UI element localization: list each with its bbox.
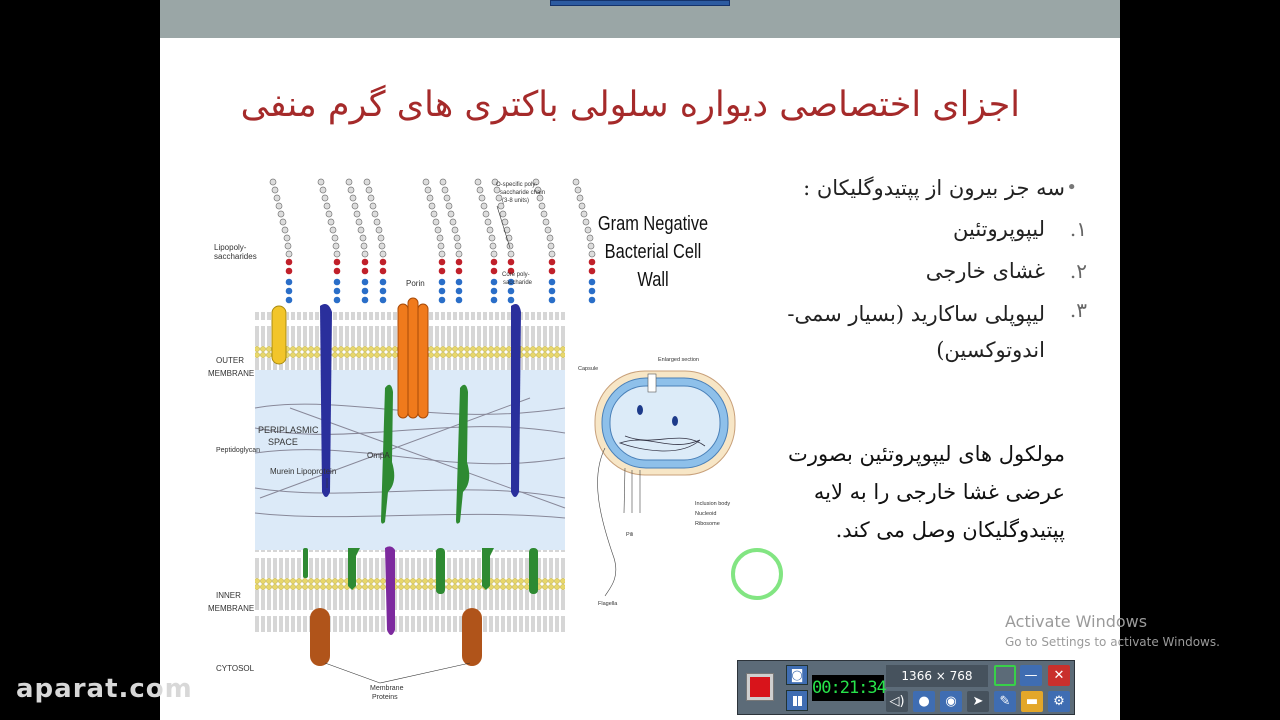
- label-porin: Porin: [406, 279, 425, 288]
- cursor-highlight-ring: [731, 548, 783, 600]
- top-tab-button[interactable]: [550, 0, 730, 6]
- label-o-specific-3: (3-8 units): [502, 198, 529, 204]
- label-inner: INNER: [216, 591, 241, 600]
- close-icon[interactable]: ✕: [1048, 665, 1070, 686]
- label-o-specific-2: saccharide chain: [500, 190, 545, 196]
- slide: اجزای اختصاصی دیواره سلولی باکتری های گر…: [160, 0, 1120, 720]
- resolution-display[interactable]: 1366 × 768: [886, 665, 988, 687]
- recording-timer: 00:21:34: [812, 675, 887, 701]
- label-ribosome: Ribosome: [695, 521, 720, 527]
- label-outer-membrane: MEMBRANE: [208, 369, 254, 378]
- lipoprotein-yellow: [271, 305, 287, 365]
- label-membrane-proteins-2: Proteins: [372, 694, 398, 701]
- rectangle-icon[interactable]: [994, 665, 1016, 686]
- numbered-list: ۱.لیپوپروتئین ۲.غشای خارجی ۳.لیپوپلی ساک…: [735, 208, 1087, 368]
- protein-blue-2: [511, 304, 521, 497]
- protein-blue-1: [320, 304, 332, 497]
- label-space: SPACE: [268, 437, 298, 447]
- pen-icon[interactable]: ✎: [994, 691, 1016, 712]
- label-lipopoly: Lipopoly-: [214, 243, 247, 252]
- cell-wall-diagram: Lipopoly- saccharides OUTER MEMBRANE PER…: [208, 178, 736, 702]
- camera-icon[interactable]: ◙: [786, 665, 808, 685]
- label-saccharides: saccharides: [214, 252, 257, 261]
- diagram-title: Gram Negative Bacterial Cell Wall: [597, 213, 709, 291]
- pause-icon[interactable]: [786, 690, 808, 711]
- bullet-list: •سه جز بیرون از پپتیدوگلیکان : ۱.لیپوپرو…: [735, 168, 1087, 368]
- cytosol-proteins: [310, 608, 482, 666]
- lead-bullet: •سه جز بیرون از پپتیدوگلیکان :: [735, 168, 1077, 208]
- folder-icon[interactable]: ▬: [1021, 691, 1043, 712]
- label-capsule: Capsule: [578, 366, 598, 372]
- description-paragraph: مولکول های لیپوپروتئین بصورت عرضی غشا خا…: [788, 442, 1065, 542]
- label-membrane-proteins-1: Membrane: [370, 685, 404, 692]
- record-icon[interactable]: [746, 673, 774, 701]
- list-item: ۳.لیپوپلی ساکارید (بسیار سمی- اندوتوکسین…: [787, 298, 1087, 362]
- inner-membrane-proteins: [303, 548, 538, 594]
- minimize-icon[interactable]: —: [1020, 665, 1042, 686]
- label-peptidoglycan: Peptidoglycan: [216, 447, 260, 454]
- label-outer: OUTER: [216, 356, 244, 365]
- label-enlarged: Enlarged section: [658, 357, 699, 363]
- label-pili: Pili: [626, 532, 633, 538]
- settings-icon[interactable]: ⚙: [1048, 691, 1070, 712]
- label-cytosol: CYTOSOL: [216, 664, 255, 673]
- webcam-icon[interactable]: ◉: [940, 691, 962, 712]
- activate-windows-notice: Activate Windows Go to Settings to activ…: [1005, 612, 1220, 649]
- label-ompa: OmpA: [367, 451, 390, 460]
- label-inclusion: Inclusion body: [695, 501, 730, 507]
- label-nucleoid: Nucleoid: [695, 511, 716, 517]
- list-item: ۲.غشای خارجی: [925, 259, 1087, 283]
- label-core-1: Core poly-: [502, 272, 530, 278]
- porin: [397, 297, 429, 419]
- slide-title: اجزای اختصاصی دیواره سلولی باکتری های گر…: [240, 85, 1020, 125]
- slide-top-bar: [160, 0, 1120, 38]
- cursor-icon[interactable]: ➤: [967, 691, 989, 712]
- volume-icon[interactable]: ◁): [886, 691, 908, 712]
- lps-chains: [269, 178, 596, 304]
- label-core-2: saccharide: [503, 280, 533, 286]
- whole-cell-illustration: Capsule Enlarged section Inclusion body …: [578, 357, 736, 607]
- list-item: ۱.لیپوپروتئین: [953, 217, 1087, 241]
- bullet-dot-icon: •: [1066, 177, 1077, 198]
- inner-membrane-bilayer: [255, 550, 565, 632]
- label-murein: Murein Lipoprotein: [270, 467, 336, 476]
- ompa-proteins: [381, 384, 470, 524]
- screen-recorder-toolbar: ◙ 00:21:34 1366 × 768 — ✕ ◁) ● ◉ ➤ ✎ ▬ ⚙: [737, 660, 1075, 715]
- aparat-watermark: aparat.com: [16, 674, 193, 704]
- mic-icon[interactable]: ●: [913, 691, 935, 712]
- label-periplasmic: PERIPLASMIC: [258, 425, 319, 435]
- inner-protein-purple: [385, 546, 395, 635]
- label-o-specific-1: O-specific poly-: [496, 182, 537, 188]
- label-inner-membrane: MEMBRANE: [208, 604, 254, 613]
- label-flagella: Flagella: [598, 601, 618, 607]
